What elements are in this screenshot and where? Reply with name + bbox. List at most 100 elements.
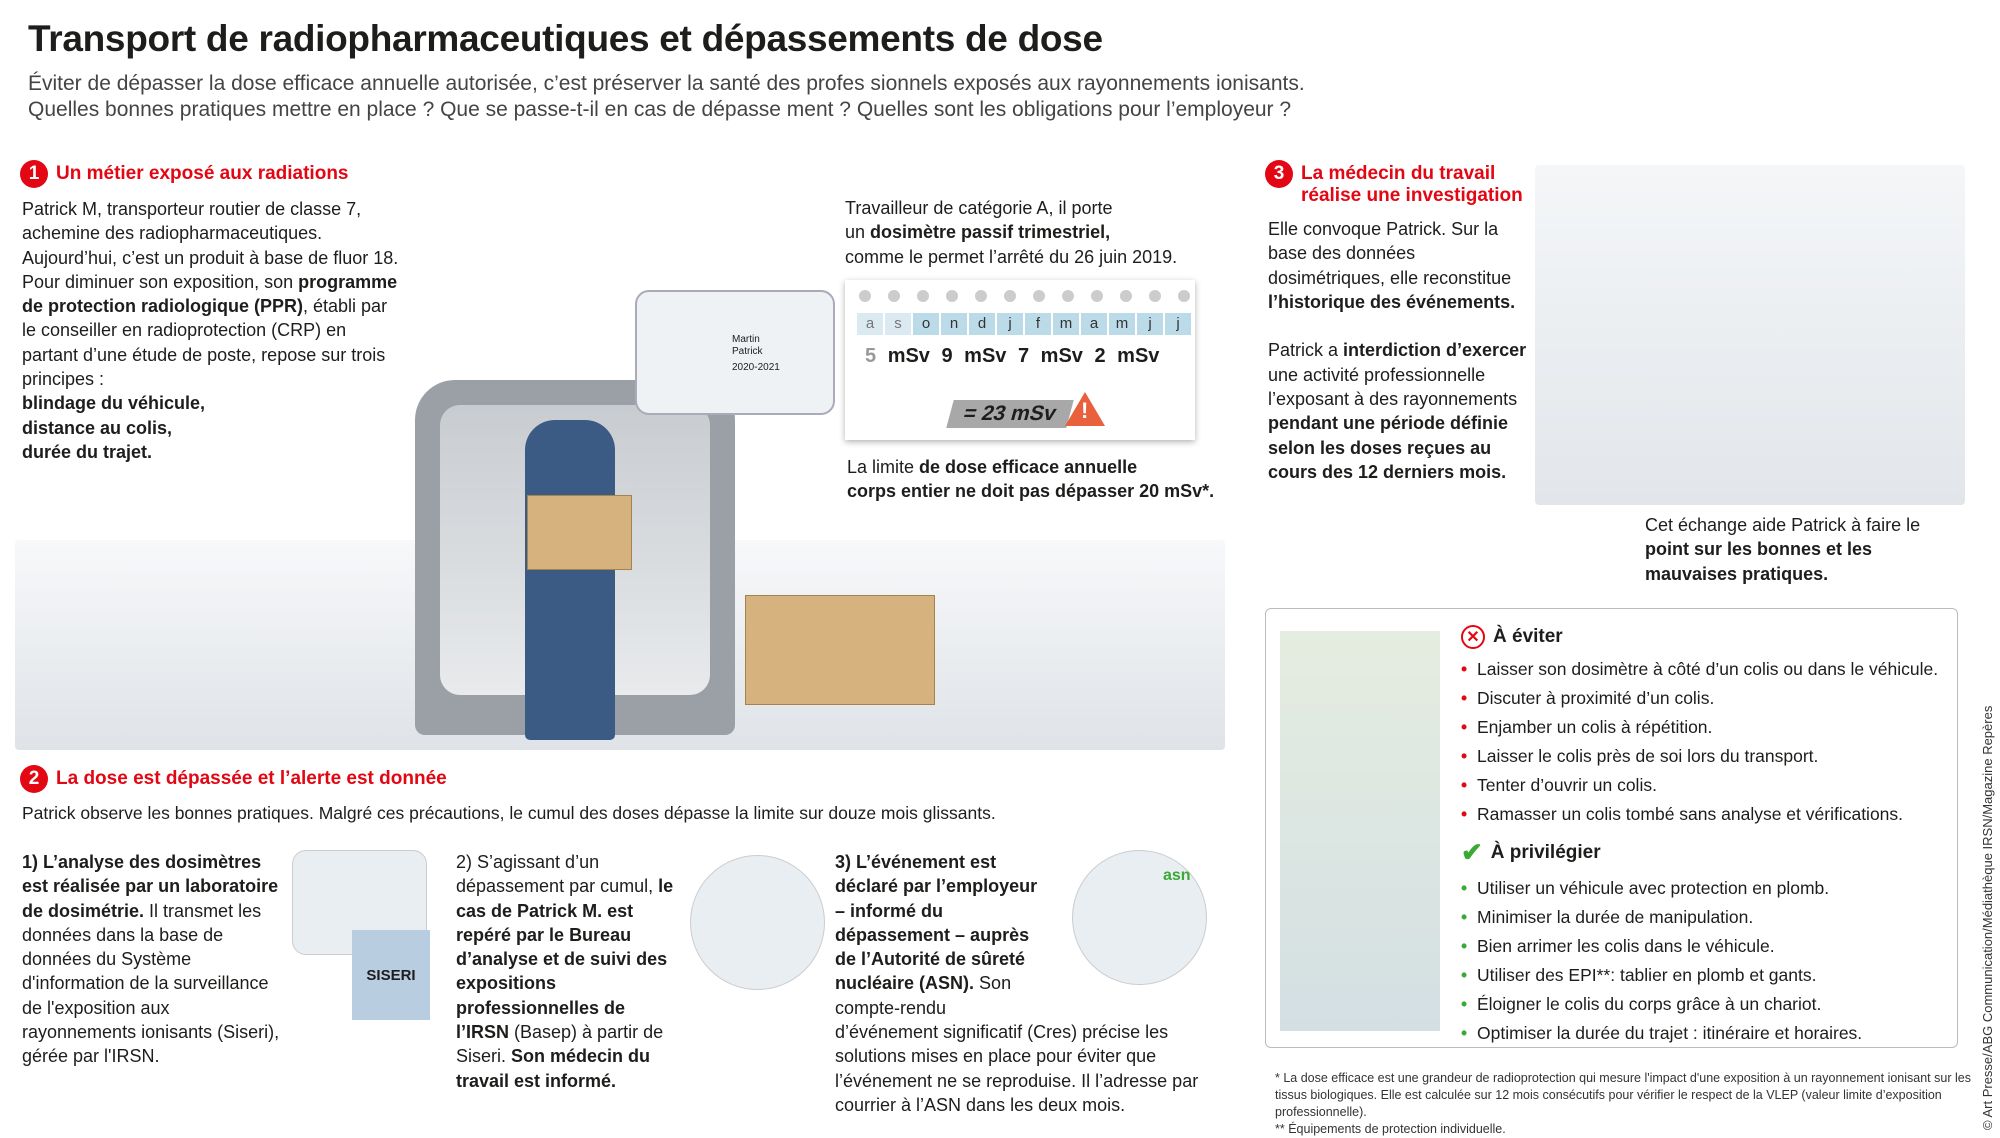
avoid-item: Tenter d’ouvrir un colis.: [1461, 771, 1938, 800]
footnote-2: ** Équipements de protection individuell…: [1275, 1122, 1506, 1136]
packages-on-trolley: [745, 595, 935, 705]
text: Elle convoque Patrick. Sur la base des d…: [1268, 219, 1512, 288]
text: Patrick M, transporteur routier de class…: [22, 199, 399, 292]
avoid-header: ✕ À éviter: [1461, 625, 1938, 649]
step-3-text: 3) L’événement est déclaré par l’employe…: [835, 850, 1210, 1117]
package-box-icon: [527, 495, 632, 570]
text: une activité professionnelle l’exposant …: [1268, 364, 1518, 410]
dose-unit: mSv: [887, 345, 930, 367]
section-2-intro: Patrick observe les bonnes pratiques. Ma…: [22, 803, 996, 823]
month-cell: f: [1025, 313, 1051, 335]
section-title: La dose est dépassée et l’alerte est don…: [56, 768, 447, 789]
avoid-item: Discuter à proximité d’un colis.: [1461, 684, 1938, 713]
calendar-ring: [1062, 290, 1074, 302]
page-title: Transport de radiopharmaceutiques et dép…: [28, 18, 1103, 59]
text: un: [845, 222, 871, 243]
badge-name: Martin Patrick: [732, 334, 763, 357]
section-3-text: Elle convoque Patrick. Sur la base des d…: [1268, 217, 1530, 484]
text: Travailleur de catégorie A, il porte: [845, 198, 1113, 218]
section-title: La médecin du travail réalise une invest…: [1301, 163, 1523, 206]
text-bold: 3) L’événement est déclaré par l’employe…: [835, 852, 1038, 994]
asn-letter-illustration: asn: [1072, 850, 1207, 985]
dose-value: 5: [865, 345, 877, 367]
prefer-item: Utiliser un véhicule avec protection en …: [1461, 874, 1938, 903]
checkmark-icon: ✔: [1461, 837, 1483, 867]
month-cell: j: [997, 313, 1023, 335]
text: Patrick a: [1268, 340, 1344, 361]
text: La limite: [847, 457, 920, 477]
section-number: 3: [1265, 160, 1293, 188]
calendar-ring: [917, 290, 929, 302]
calendar-ring: [888, 290, 900, 302]
prefer-item: Éloigner le colis du corps grâce à un ch…: [1461, 990, 1938, 1019]
text: comme le permet l’arrêté du 26 juin 2019…: [845, 246, 1178, 267]
avoid-item: Enjamber un colis à répétition.: [1461, 713, 1938, 742]
avoid-item: Ramasser un colis tombé sans analyse et …: [1461, 800, 1938, 829]
calendar-ring: [1178, 290, 1190, 302]
principle-3: durée du trajet.: [22, 441, 153, 462]
dosimeter-badge-illustration: Martin Patrick 2020-2021: [635, 290, 835, 415]
warning-icon: !: [1065, 392, 1105, 426]
text-bold: interdiction d’exercer: [1343, 340, 1527, 361]
footnote-1: * La dose efficace est une grandeur de r…: [1275, 1071, 1971, 1119]
dose-value: 7 mSv: [1018, 345, 1083, 367]
prefer-header: ✔ À privilégier: [1461, 837, 1938, 868]
avoid-item: Laisser le colis près de soi lors du tra…: [1461, 742, 1938, 771]
principle-1: blindage du véhicule,: [22, 393, 206, 414]
month-cell: j: [1137, 313, 1163, 335]
section-number: 2: [20, 765, 48, 793]
subtitle-line-2: Quelles bonnes pratiques mettre en place…: [28, 98, 1292, 121]
copyright: © Art Presse/ABG Communication/Médiathèq…: [1980, 705, 1995, 1130]
cross-icon: ✕: [1461, 625, 1485, 649]
month-cell: d: [969, 313, 995, 335]
subtitle-line-1: Éviter de dépasser la dose efficace annu…: [28, 72, 1305, 95]
total-dose: = 23 mSv: [946, 400, 1074, 428]
footnotes: * La dose efficace est une grandeur de r…: [1275, 1070, 1975, 1138]
section-number: 1: [20, 160, 48, 188]
text: 2) S’agissant d’un dépassement par cumul…: [456, 852, 659, 897]
siseri-logo: SISERI: [352, 930, 430, 1020]
consultation-caption: Cet échange aide Patrick à faire le poin…: [1645, 513, 1935, 586]
text: Son compte-rendu d’événement significati…: [835, 973, 1199, 1115]
text-bold: point sur les bonnes et les mauvaises pr…: [1645, 539, 1873, 584]
worker-illustration: [525, 420, 615, 740]
step-1-text: 1) L’analyse des dosimètres est réalisée…: [22, 850, 284, 1069]
text-bold: l’historique des événements.: [1268, 291, 1516, 312]
text-bold: Son médecin du travail est informé.: [456, 1046, 651, 1091]
prefer-item: Utiliser des EPI**: tablier en plomb et …: [1461, 961, 1938, 990]
text-bold: le cas de Patrick M. est repéré par le B…: [456, 876, 674, 1043]
calendar-ring: [975, 290, 987, 302]
text-bold: 1) L’analyse des dosimètres est réalisée…: [22, 852, 279, 921]
section-title: Un métier exposé aux radiations: [56, 163, 349, 184]
doctor-consultation-illustration: [1535, 165, 1965, 505]
quarterly-doses: 5 mSv 9 mSv 7 mSv 2 mSv: [865, 345, 1159, 368]
text-bold: pendant une période définie selon les do…: [1268, 413, 1509, 482]
calendar-ring: [859, 290, 871, 302]
computer-analysis-illustration: [690, 855, 825, 990]
prefer-item: Minimiser la durée de manipulation.: [1461, 903, 1938, 932]
prefer-item: Optimiser la durée du trajet : itinérair…: [1461, 1019, 1938, 1048]
avoid-item: Laisser son dosimètre à côté d’un colis …: [1461, 655, 1938, 684]
month-cell: o: [913, 313, 939, 335]
month-cell: m: [1109, 313, 1135, 335]
step-2-text: 2) S’agissant d’un dépassement par cumul…: [456, 850, 681, 1093]
road-van-illustration: [1280, 631, 1440, 1031]
section-3-header: 3 La médecin du travail réalise une inve…: [1265, 160, 1525, 207]
month-cell: m: [1053, 313, 1079, 335]
dose-value: 2 mSv: [1094, 345, 1160, 367]
badge-years: 2020-2021: [732, 362, 780, 373]
prefer-title: À privilégier: [1490, 841, 1601, 863]
asn-logo: asn: [1163, 867, 1191, 884]
text: , établi par le conseiller en radioprote…: [22, 296, 388, 390]
calendar-ring: [1004, 290, 1016, 302]
dose-value: 9 mSv: [941, 345, 1007, 367]
avoid-title: À éviter: [1493, 626, 1563, 647]
month-cell: j: [1165, 313, 1191, 335]
text: Cet échange aide Patrick à faire le: [1645, 515, 1921, 535]
calendar-ring: [1120, 290, 1132, 302]
section-1-header: 1 Un métier exposé aux radiations: [20, 160, 349, 188]
text: Il transmet les données dans la base de …: [22, 900, 280, 1067]
